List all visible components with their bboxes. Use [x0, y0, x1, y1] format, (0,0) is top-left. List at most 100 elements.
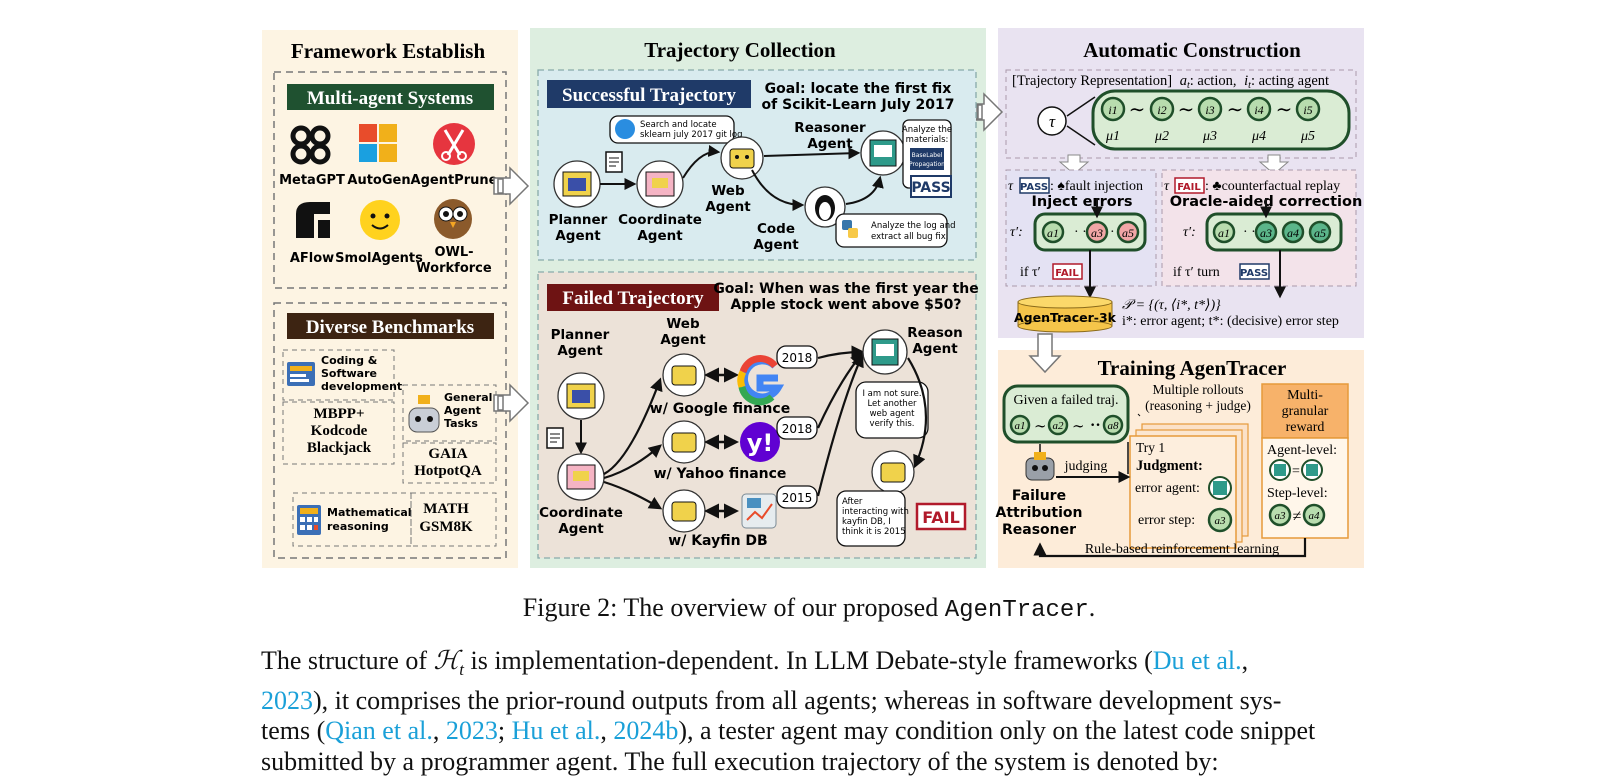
bench-cat-coding-1: Coding & — [321, 354, 378, 367]
mas-metagpt: MetaGPT — [279, 173, 345, 188]
flow-arrow-4 — [1028, 333, 1062, 374]
bench-header: Diverse Benchmarks — [306, 317, 474, 338]
citation-qian-year[interactable]: 2023 — [445, 716, 498, 746]
bench-mbpp: MBPP+ — [313, 406, 364, 422]
failed-reason-2: Agent — [912, 341, 958, 357]
reasoner-robot-icon — [1025, 452, 1055, 481]
failed-web-2: Agent — [660, 332, 706, 348]
success-web-1: Web — [711, 183, 745, 199]
automatic-title: Automatic Construction — [1083, 38, 1301, 62]
training-step-node: a3 — [1215, 515, 1227, 527]
failed-after-bubble-1: After — [842, 497, 863, 507]
bench-cat-math-2: reasoning — [327, 520, 389, 533]
failed-web-agent-3 — [662, 489, 706, 533]
left-node-1: a1 — [1047, 226, 1059, 240]
bench-cat-math-1: Mathematical — [327, 506, 412, 519]
bench-cat-general-2: Agent — [444, 404, 481, 417]
failed-fail-badge: FAIL — [922, 508, 960, 527]
failed-planner-agent — [557, 372, 605, 420]
failed-reason-agent — [862, 329, 908, 375]
svg-text:∼: ∼ — [1129, 99, 1146, 121]
svg-text:∼: ∼ — [1227, 99, 1244, 121]
failed-coordinate-agent — [557, 453, 605, 501]
success-bubble2-2: materials: — [906, 135, 949, 145]
bench-cat-coding-3: development — [321, 380, 402, 393]
trajectory-title: Trajectory Collection — [644, 38, 836, 62]
svg-text:· ·: · · — [1243, 225, 1256, 240]
success-code-2: Agent — [753, 237, 799, 253]
caption-name: AgenTracer — [944, 597, 1089, 624]
success-code-1: Code — [757, 221, 795, 237]
metagpt-icon — [290, 125, 331, 165]
training-node-1: a1 — [1015, 420, 1026, 432]
failed-goal-2: Apple stock went above $50? — [730, 297, 961, 313]
training-title: Training AgenTracer — [1098, 356, 1287, 380]
mas-smolagents: SmolAgents — [335, 251, 423, 266]
paragraph-line-4: submitted by a programmer agent. The ful… — [261, 746, 1219, 776]
success-planner-2: Agent — [555, 228, 601, 244]
success-bubble2-1: Analyze the — [902, 125, 952, 135]
citation-hu[interactable]: Hu et al. — [511, 716, 601, 746]
paragraph-line-1: The structure of ℋt is implementation-de… — [261, 646, 1249, 680]
flow-arrow-1 — [493, 166, 530, 206]
success-reasoner-2: Agent — [807, 136, 853, 152]
left-pass-badge: PASS — [1020, 182, 1048, 193]
mu-4: μ4 — [1251, 129, 1266, 144]
citation-hu-year[interactable]: 2024b — [613, 716, 679, 746]
bench-gsm8k: GSM8K — [419, 519, 473, 535]
training-judgment: Judgment: — [1136, 458, 1203, 474]
dataset-label: AgenTracer-3k — [1014, 310, 1117, 325]
mas-header: Multi-agent Systems — [307, 88, 473, 109]
yahoo-icon: y! — [740, 422, 780, 462]
svg-text:∼: ∼ — [1072, 419, 1085, 435]
failed-after-bubble-4: think it is 2015 — [842, 527, 906, 537]
database-icon — [741, 493, 777, 529]
left-subtitle: Inject errors — [1032, 194, 1133, 210]
success-reasoner-agent — [860, 130, 906, 176]
success-reasoner-1: Reasoner — [794, 120, 866, 136]
failed-web-1: Web — [666, 316, 700, 332]
failed-coordinate-2: Agent — [558, 521, 604, 537]
rep-line: [Trajectory Representation] at: action, … — [1012, 73, 1329, 91]
citation-du[interactable]: Du et al. — [1152, 646, 1242, 675]
success-web-agent — [720, 136, 764, 180]
success-pass: PASS — [911, 180, 950, 196]
training-rollouts-2: (reasoning + judge) — [1145, 398, 1251, 413]
failed-notepad-icon — [546, 427, 564, 449]
failed-year-2: 2018 — [782, 422, 813, 436]
training-rl: Rule-based reinforcement learning — [1085, 542, 1279, 557]
trajectory-node-label-1: i1 — [1108, 103, 1117, 117]
success-label: Successful Trajectory — [562, 85, 736, 106]
pset: 𝒫 = {(τ, ⟨i*, t*⟩)} — [1122, 298, 1221, 313]
mas-workforce: Workforce — [416, 261, 492, 276]
paragraph-line-2: 2023), it comprises the prior-round outp… — [261, 685, 1282, 715]
svg-text:∼: ∼ — [1034, 419, 1047, 435]
svg-text:∼: ∼ — [1276, 99, 1293, 121]
bench-cat-general-1: General — [444, 391, 492, 404]
success-coordinate-agent — [636, 160, 684, 208]
reward-title-3: reward — [1286, 420, 1325, 435]
trajectory-node-label-2: i2 — [1157, 103, 1166, 117]
dataset-cylinder-icon — [1017, 295, 1113, 333]
owl-icon — [434, 199, 472, 239]
google-icon — [737, 355, 785, 406]
framework-title: Framework Establish — [291, 39, 486, 63]
failed-final-web-agent — [871, 450, 915, 494]
failed-source-3: w/ Kayfin DB — [668, 533, 767, 549]
trajectory-node-1 — [1100, 96, 1126, 122]
success-doc-2: Propagation — [909, 161, 945, 168]
tau-node: τ — [1049, 112, 1056, 131]
failed-goal-1: Goal: When was the first year the — [713, 281, 978, 297]
success-bubble3-1: Analyze the log and — [871, 221, 956, 231]
svg-text:∼: ∼ — [1178, 99, 1195, 121]
left-title: : ♠fault injection — [1050, 179, 1143, 194]
reward-step-b: a4 — [1309, 510, 1321, 522]
trajectory-node-5 — [1295, 96, 1321, 122]
flow-arrow-2 — [493, 383, 530, 423]
citation-du-year[interactable]: 2023 — [261, 685, 313, 715]
bench-kodcode: Kodcode — [311, 423, 368, 439]
failed-after-bubble-3: kayfin DB, I — [842, 517, 891, 527]
right-tau-prime: τ′: — [1183, 225, 1196, 240]
citation-qian[interactable]: Qian et al. — [325, 716, 433, 746]
bench-cat-coding-2: Software — [321, 367, 377, 380]
